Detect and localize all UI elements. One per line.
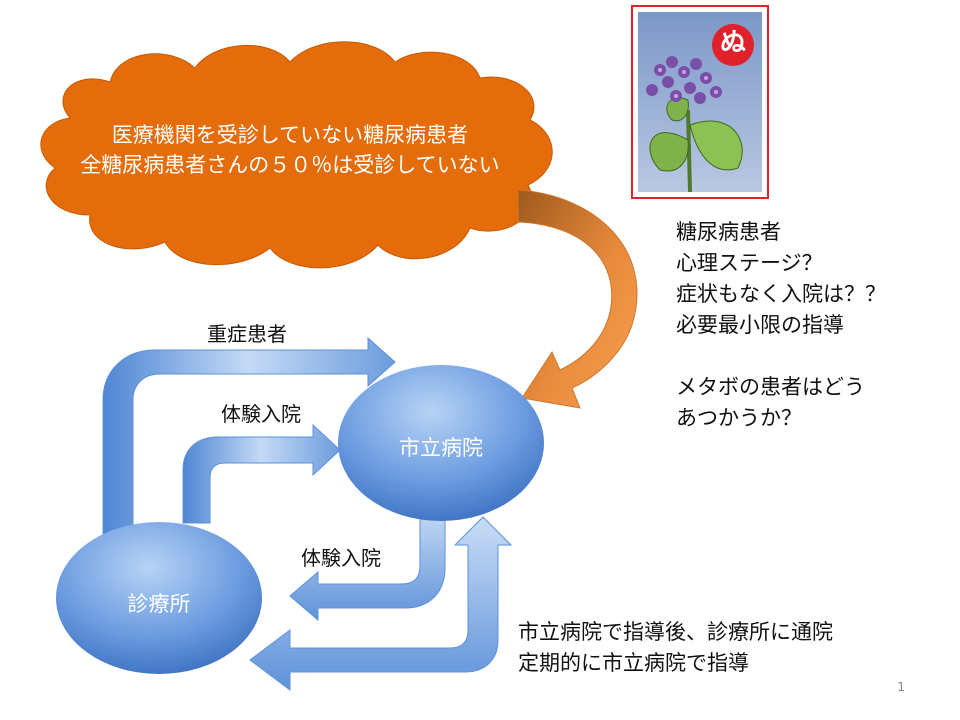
note-line: 症状もなく入院は？？	[676, 282, 886, 306]
note-line: あつかうか？	[676, 406, 802, 430]
trial-admission-arrow-in	[182, 423, 341, 524]
clinic-label: 診療所	[127, 592, 191, 616]
trial-admission-back-label: 体験入院	[301, 546, 381, 570]
note-line: 心理ステージ？	[676, 251, 823, 275]
note-line: 必要最小限の指導	[676, 313, 844, 337]
clinic-node	[56, 522, 262, 674]
cloud-line-1: 医療機関を受診していない糖尿病患者	[111, 123, 469, 147]
note-line: 定期的に市立病院で指導	[518, 651, 749, 675]
note-line: メタボの患者はどう	[676, 375, 865, 399]
regular-visit-arrow	[249, 516, 513, 691]
bottom-notes: 市立病院で指導後、診療所に通院 定期的に市立病院で指導	[518, 617, 833, 679]
severe-patient-label: 重症患者	[207, 322, 287, 346]
karuta-card	[631, 5, 769, 199]
note-line: 市立病院で指導後、診療所に通院	[518, 620, 833, 644]
cloud-text: 医療機関を受診していない糖尿病患者 全糖尿病患者さんの５０％は受診していない	[40, 120, 540, 180]
page-number: 1	[897, 680, 905, 694]
trial-admission-arrow-back	[289, 504, 446, 622]
severe-patient-arrow	[102, 336, 396, 536]
karuta-glyph: ぬ	[719, 28, 746, 58]
cloud-to-hospital-arrow	[517, 189, 638, 409]
hospital-label: 市立病院	[399, 436, 483, 460]
hospital-node	[338, 365, 544, 521]
note-line: 糖尿病患者	[676, 220, 781, 244]
cloud-line-2: 全糖尿病患者さんの５０％は受診していない	[80, 153, 500, 177]
cloud-shape	[40, 41, 553, 269]
right-notes: 糖尿病患者 心理ステージ？ 症状もなく入院は？？ 必要最小限の指導 メタボの患者…	[676, 217, 886, 434]
trial-admission-in-label: 体験入院	[221, 402, 301, 426]
note-line	[676, 341, 886, 372]
